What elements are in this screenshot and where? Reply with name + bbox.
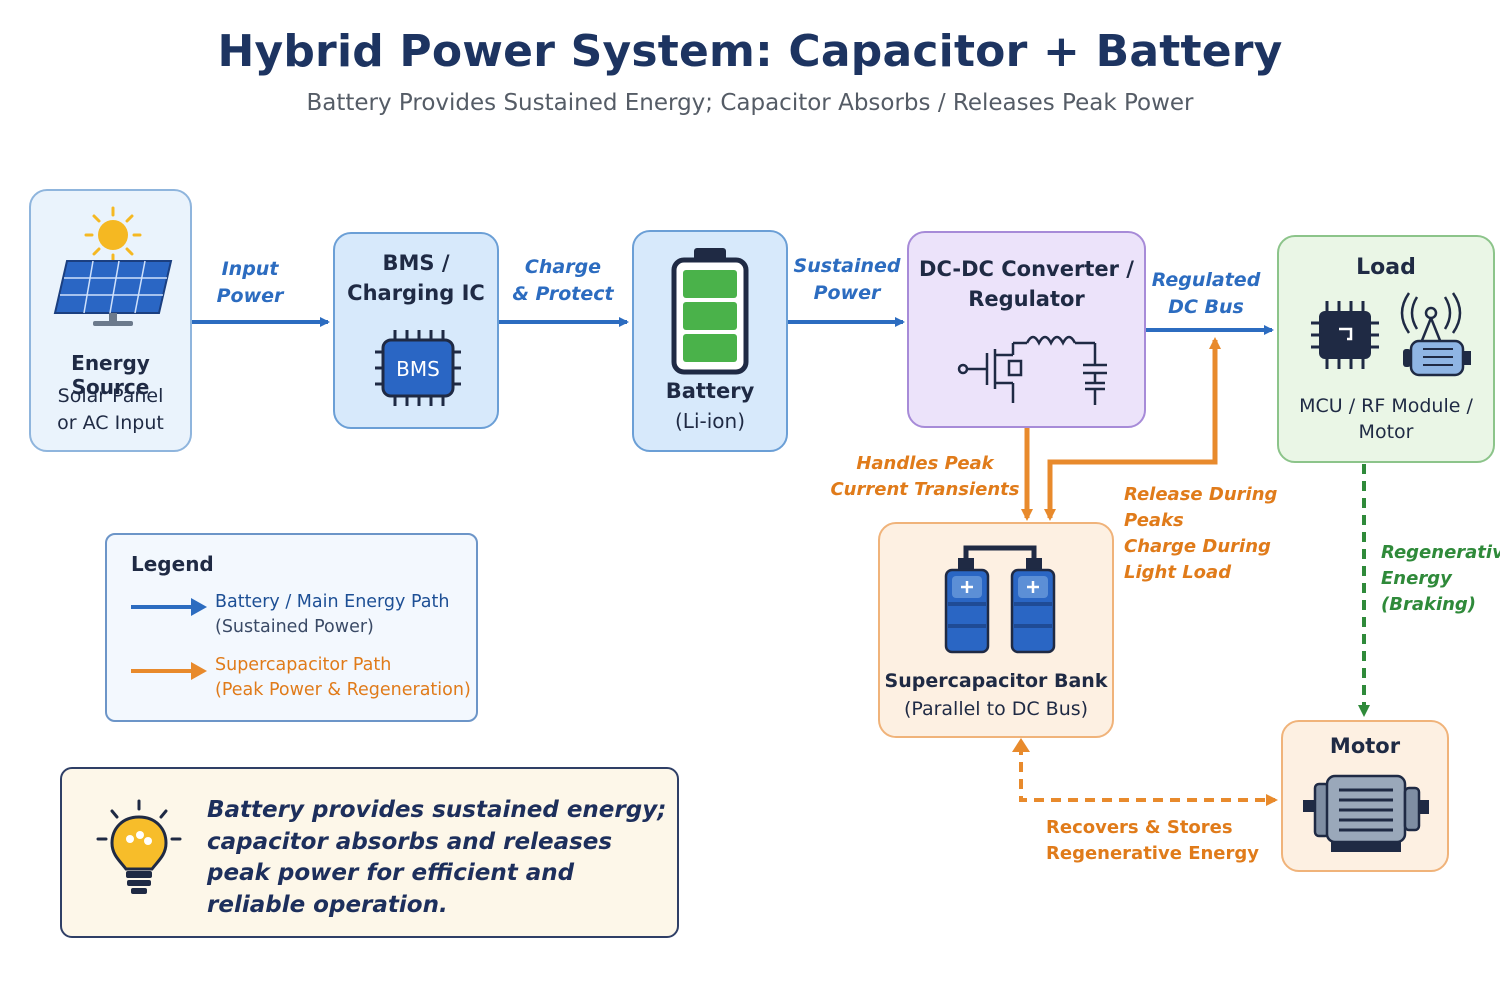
load-line1: MCU / RF Module / bbox=[1299, 395, 1473, 417]
load-title: Load bbox=[1356, 255, 1416, 280]
edge-label-regen-energy: Regenerative Energy (Braking) bbox=[1381, 542, 1500, 615]
page-subtitle: Battery Provides Sustained Energy; Capac… bbox=[306, 90, 1194, 116]
arrow-head-supercap bbox=[1012, 738, 1030, 752]
solar-panel-icon bbox=[53, 206, 173, 326]
chip-icon bbox=[375, 330, 461, 406]
edge-label-release-charge: Release During Peaks Charge During Light… bbox=[1124, 484, 1278, 583]
load-node: Load MCU / RF Module / Motor bbox=[1277, 235, 1495, 463]
converter-node: DC-DC Converter / Regulator bbox=[907, 231, 1146, 428]
summary-text: Battery provides sustained energy; capac… bbox=[207, 797, 667, 918]
battery-subtitle: (Li-ion) bbox=[675, 409, 745, 433]
supercap-title: Supercapacitor Bank bbox=[884, 670, 1108, 692]
energy-source-line1: Solar Panel bbox=[57, 385, 164, 407]
converter-title-line1: DC-DC Converter / bbox=[919, 257, 1134, 281]
supercap-subtitle: (Parallel to DC Bus) bbox=[903, 698, 1089, 720]
energy-source-line2: or AC Input bbox=[57, 412, 164, 434]
edge-label-charge-protect: Charge & Protect bbox=[512, 256, 614, 305]
legend-blue-arrow-icon bbox=[131, 598, 207, 616]
legend-orange-label: Supercapacitor Path (Peak Power & Regene… bbox=[215, 655, 471, 700]
arrow-regen-supercap-motor bbox=[1019, 745, 1278, 806]
bms-title-line2: Charging IC bbox=[347, 281, 485, 305]
legend: Legend Battery / Main Energy Path (Susta… bbox=[105, 533, 478, 722]
page-title: Hybrid Power System: Capacitor + Battery bbox=[217, 26, 1283, 77]
bms-title-line1: BMS / bbox=[382, 251, 450, 275]
supercap-node: Supercapacitor Bank (Parallel to DC Bus) bbox=[878, 522, 1114, 738]
motor-node: Motor bbox=[1281, 720, 1449, 872]
edge-label-sustained-power: Sustained Power bbox=[793, 255, 901, 304]
rf-module-icon bbox=[1400, 292, 1471, 377]
bms-chip-label: BMS bbox=[396, 357, 440, 381]
converter-title-line2: Regulator bbox=[968, 287, 1085, 311]
bms-node: BMS / Charging IC BMS bbox=[333, 232, 499, 429]
legend-title: Legend bbox=[131, 552, 214, 576]
battery-node: Battery (Li-ion) bbox=[632, 230, 788, 452]
battery-title: Battery bbox=[665, 379, 755, 403]
legend-orange-arrow-icon bbox=[131, 662, 207, 680]
arrow-bus-to-supercap bbox=[1044, 345, 1218, 521]
battery-icon bbox=[671, 248, 749, 375]
edge-label-regulated-bus: Regulated DC Bus bbox=[1151, 269, 1261, 318]
mcu-chip-icon bbox=[1311, 301, 1379, 369]
motor-title: Motor bbox=[1329, 734, 1401, 758]
motor-icon bbox=[1303, 774, 1429, 852]
energy-source-title: Energy Source bbox=[71, 351, 150, 399]
legend-blue-label: Battery / Main Energy Path (Sustained Po… bbox=[215, 592, 450, 637]
edge-label-recovers: Recovers & Stores Regenerative Energy bbox=[1046, 817, 1260, 864]
load-line2: Motor bbox=[1358, 421, 1414, 443]
converter-circuit-icon bbox=[957, 335, 1107, 405]
edge-label-input-power: Input Power bbox=[216, 258, 284, 307]
energy-source-node: Energy Source Solar Panel or AC Input bbox=[29, 189, 192, 452]
summary-note: Battery provides sustained energy; capac… bbox=[60, 767, 679, 938]
lightbulb-icon bbox=[96, 799, 182, 894]
edge-label-handles-peak: Handles Peak Current Transients bbox=[830, 453, 1020, 500]
supercapacitor-icon bbox=[944, 545, 1056, 654]
